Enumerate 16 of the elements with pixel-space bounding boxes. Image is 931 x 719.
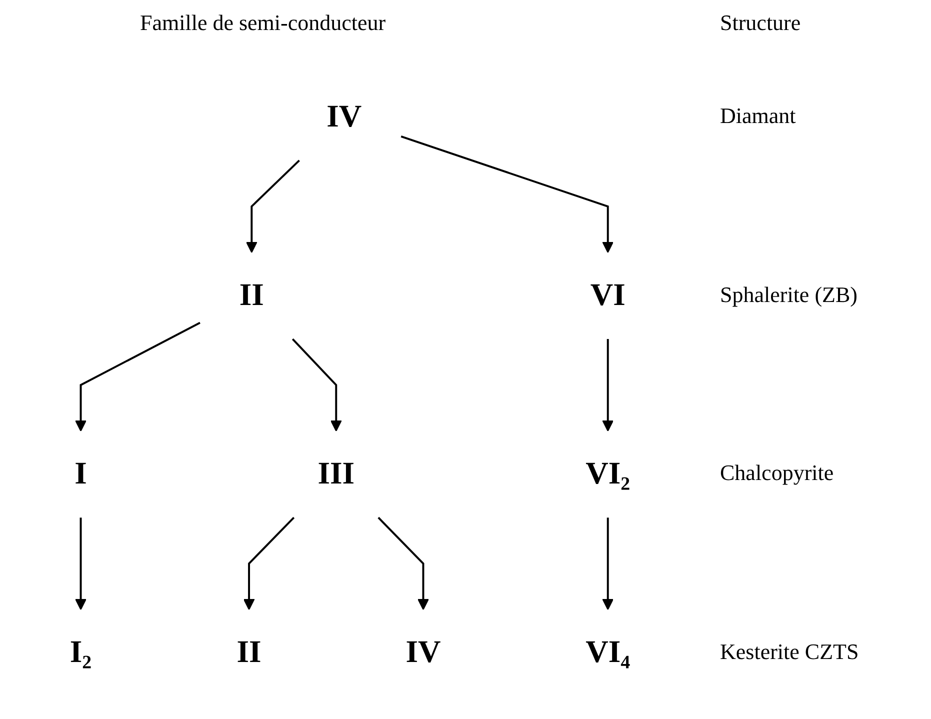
numeral-label: I₂ [70, 636, 92, 670]
structure-label: Sphalerite (ZB) [720, 282, 858, 308]
structure-label: Kesterite CZTS [720, 638, 859, 665]
numeral-label: II [236, 636, 262, 670]
numeral-label: VI [590, 278, 626, 313]
column-heading: Structure [720, 10, 801, 36]
numeral-label: II [239, 278, 264, 313]
numeral-label: I [74, 457, 87, 492]
structure-label: Chalcopyrite [720, 460, 834, 486]
numeral-label: III [318, 457, 355, 492]
numeral-label: VI₂ [586, 457, 630, 492]
numeral-label: VI₄ [586, 636, 630, 670]
numeral-label: IV [406, 636, 441, 670]
structure-label: Diamant [720, 103, 796, 130]
column-heading: Famille de semi-conducteur [140, 10, 386, 36]
numeral-label: IV [326, 100, 362, 134]
